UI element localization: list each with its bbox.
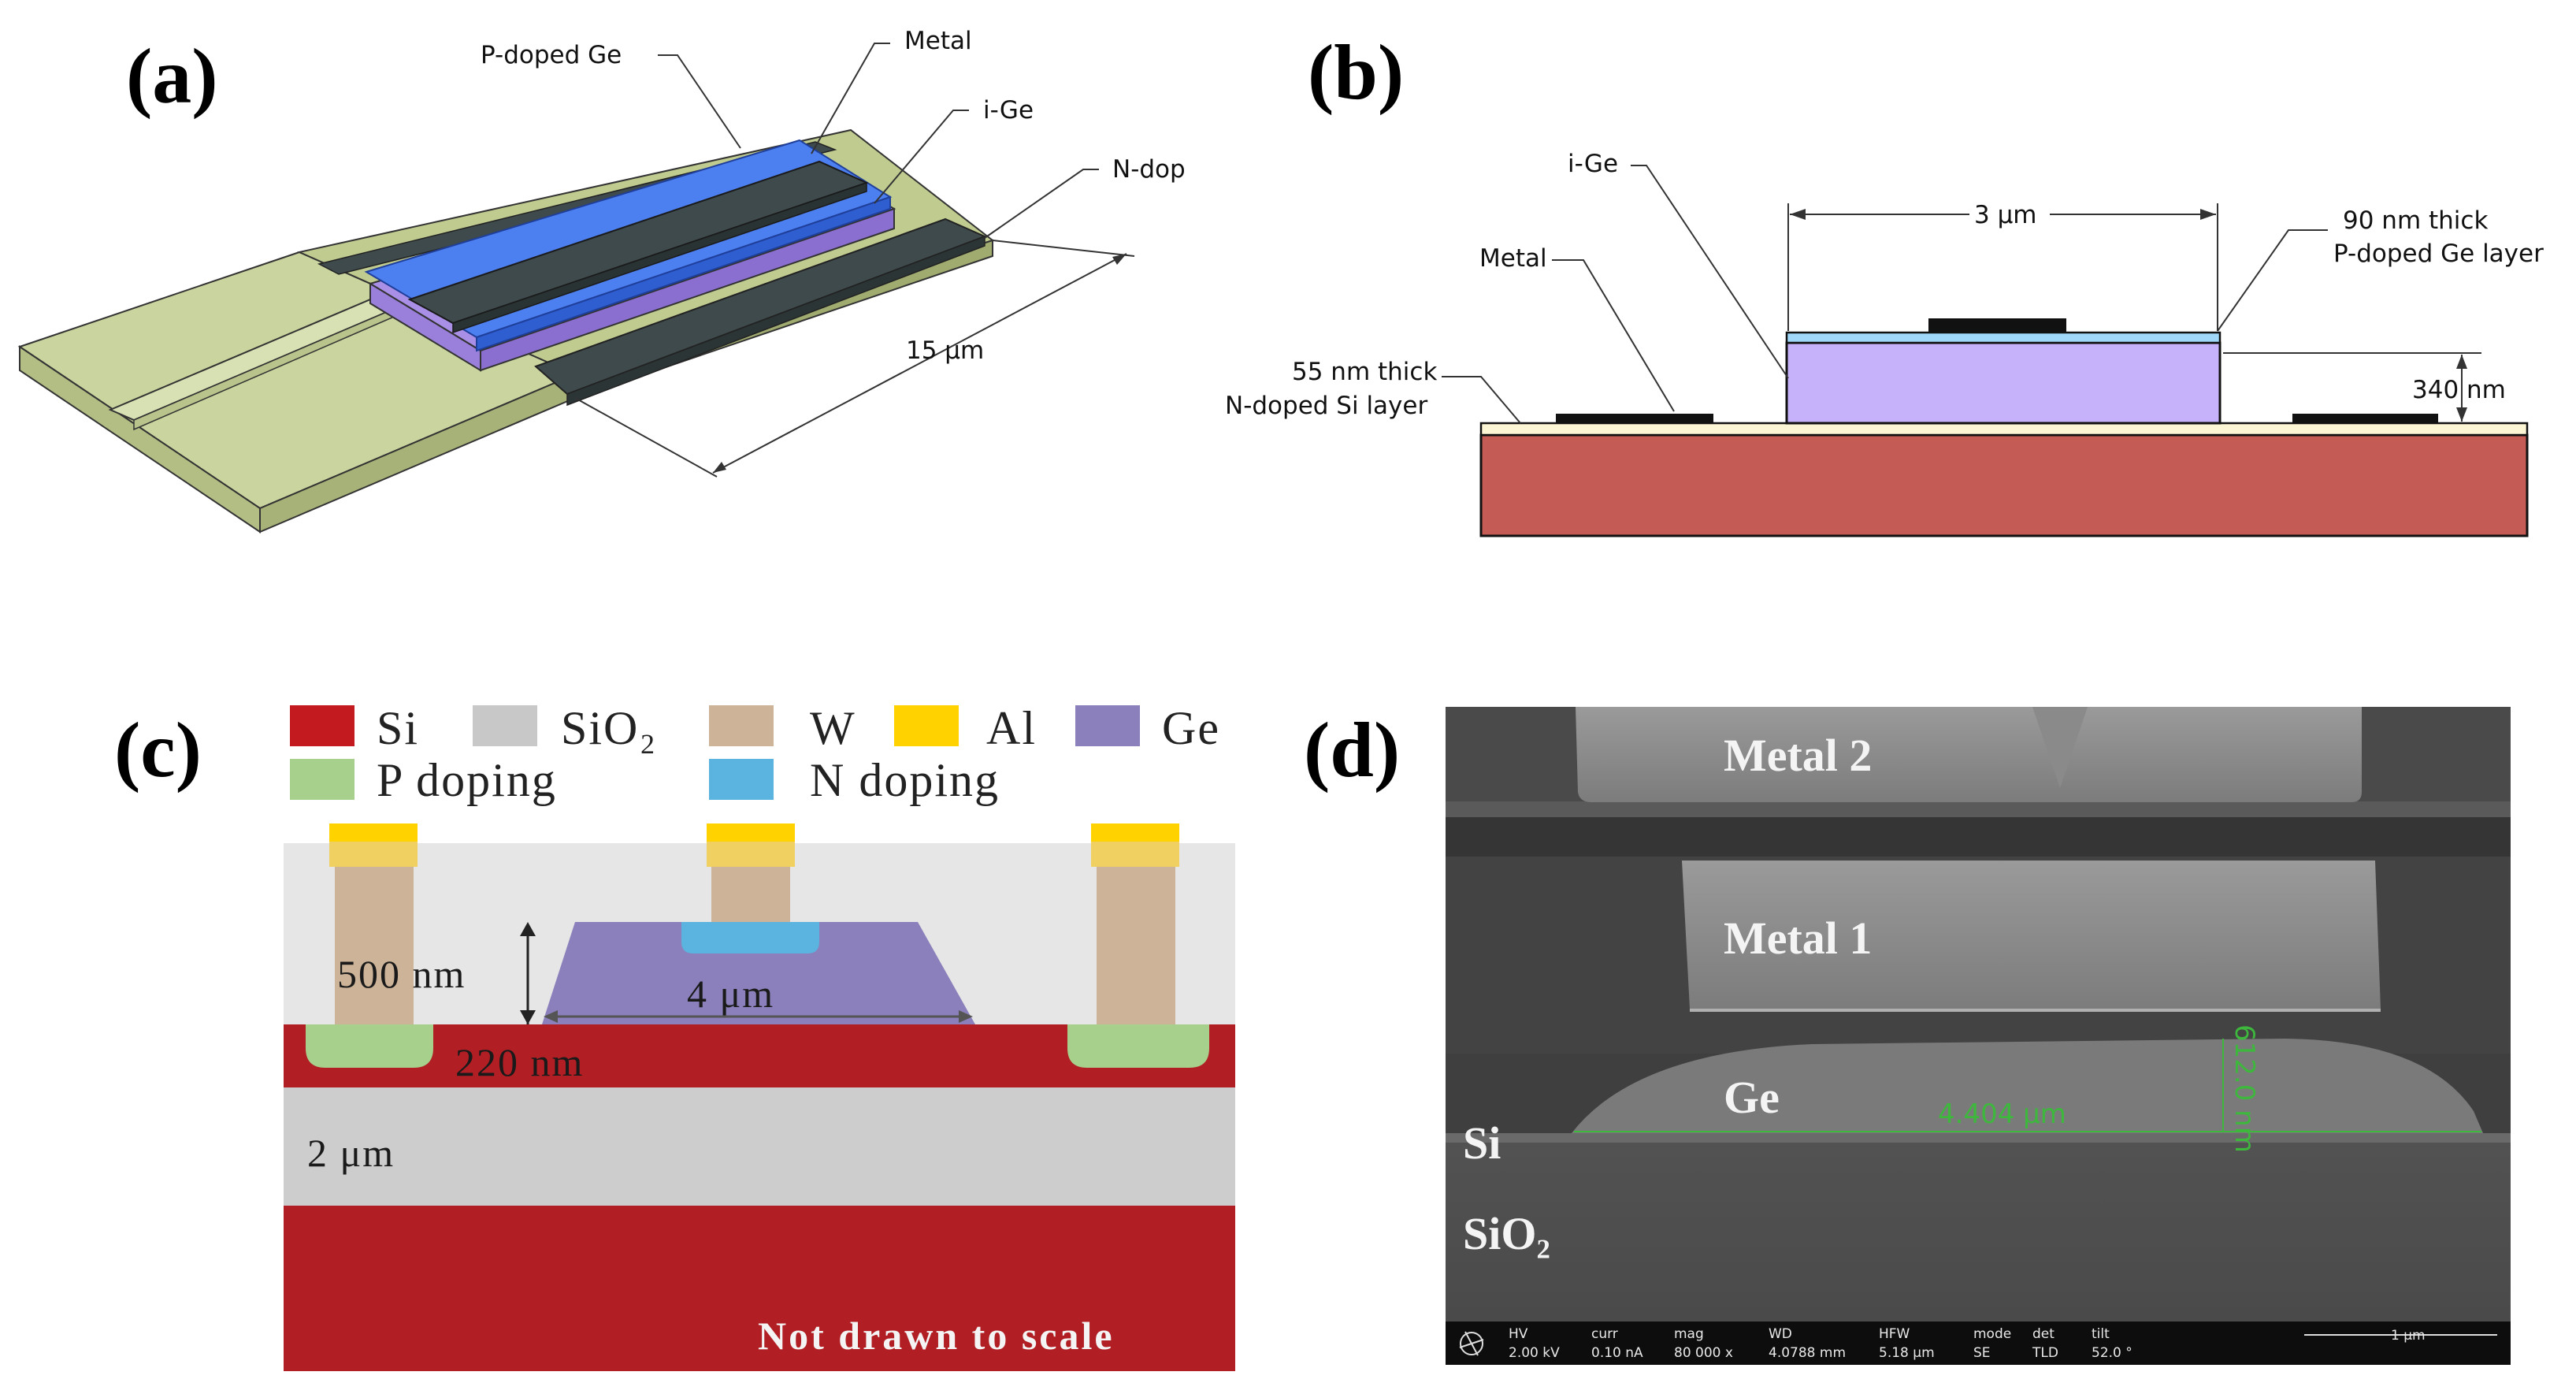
databar-scale: 1 μm: [2391, 1328, 2426, 1344]
databar-header-hfw: HFW: [1879, 1326, 1910, 1342]
databar-header-wd: WD: [1769, 1326, 1792, 1342]
callout-b-ige: i-Ge: [1568, 150, 1618, 178]
databar-value-hv: 2.00 kV: [1509, 1345, 1560, 1361]
dimension-length: 15 μm: [906, 336, 984, 365]
panel-d-label: (d): [1304, 706, 1400, 794]
panel-b: (b): [1225, 28, 2544, 537]
panel-a: (a): [17, 27, 1186, 533]
databar-header-mode: mode: [1973, 1326, 2011, 1342]
dimension-c-width: 4 μm: [687, 972, 774, 1016]
callout-b-pge-line2: P-doped Ge layer: [2333, 240, 2544, 268]
sem-label-metal2: Metal 2: [1724, 730, 1872, 781]
databar-value-mag: 80 000 x: [1674, 1345, 1733, 1361]
callout-i-ge: i-Ge: [983, 96, 1034, 125]
legend-swatch-ge: [1075, 705, 1140, 746]
device-3d-drawing: [17, 43, 1135, 533]
legend-swatch-sio2: [473, 705, 537, 746]
legend-swatch-si: [290, 705, 354, 746]
sem-label-metal1: Metal 1: [1724, 913, 1872, 964]
panel-b-label: (b): [1308, 28, 1404, 116]
databar-header-mag: mag: [1674, 1326, 1704, 1342]
dimension-c-box: 2 μm: [307, 1131, 395, 1175]
sem-measure-width: 4.404 μm: [1938, 1098, 2066, 1130]
legend-w: W: [810, 702, 856, 754]
legend-sio2: SiO₂: [561, 702, 657, 754]
note-not-to-scale: Not drawn to scale: [758, 1314, 1115, 1358]
legend-p-doping: P doping: [377, 754, 557, 806]
callout-metal: Metal: [904, 27, 972, 55]
dimension-b-width: 3 μm: [1974, 201, 2037, 229]
callout-b-nsi-line2: N-doped Si layer: [1225, 392, 1427, 420]
sem-measure-height: 612.0 nm: [2229, 1024, 2260, 1153]
callout-b-metal: Metal: [1479, 244, 1547, 273]
dimension-c-height: 500 nm: [337, 952, 466, 996]
sem-label-sio2: SiO₂: [1463, 1208, 1550, 1259]
legend-al: Al: [986, 702, 1037, 754]
legend-swatch-al: [894, 705, 959, 746]
callout-p-doped-ge: P-doped Ge: [481, 41, 622, 69]
databar-value-curr: 0.10 nA: [1591, 1345, 1643, 1361]
callout-b-pge-line1: 90 nm thick: [2343, 206, 2488, 235]
legend-swatch-n-doping: [709, 759, 774, 800]
databar-header-det: det: [2032, 1326, 2054, 1342]
callout-b-nsi-line1: 55 nm thick: [1292, 358, 1437, 386]
databar-value-mode: SE: [1973, 1345, 1991, 1361]
sem-databar: HV 2.00 kV curr 0.10 nA mag 80 000 x WD …: [1509, 1326, 2426, 1361]
dimension-c-si: 220 nm: [455, 1040, 584, 1084]
panel-d: (d): [1304, 706, 2511, 1365]
legend-si: Si: [377, 702, 419, 754]
databar-header-hv: HV: [1509, 1326, 1528, 1342]
panel-a-label: (a): [126, 32, 218, 120]
panel-c: (c) Si SiO₂ W Al Ge P doping N doping: [114, 702, 1235, 1371]
databar-value-det: TLD: [2032, 1345, 2058, 1361]
panel-c-label: (c): [114, 706, 202, 794]
legend: Si SiO₂ W Al Ge P doping N doping: [290, 702, 1220, 806]
legend-ge: Ge: [1162, 702, 1220, 754]
legend-n-doping: N doping: [810, 754, 1000, 806]
databar-value-hfw: 5.18 μm: [1879, 1345, 1935, 1361]
databar-value-wd: 4.0788 mm: [1769, 1345, 1846, 1361]
callout-n-dop: N-dop: [1112, 155, 1186, 184]
databar-header-tilt: tilt: [2092, 1326, 2110, 1342]
databar-header-curr: curr: [1591, 1326, 1618, 1342]
sem-label-si: Si: [1463, 1117, 1501, 1169]
cross-section-b: [1442, 165, 2529, 537]
cross-section-c: [284, 823, 1235, 1371]
legend-swatch-w: [709, 705, 774, 746]
sem-label-ge: Ge: [1724, 1072, 1780, 1123]
sem-image: [1446, 707, 2511, 1365]
databar-value-tilt: 52.0 °: [2092, 1345, 2132, 1361]
legend-swatch-p-doping: [290, 759, 354, 800]
dimension-b-height: 340 nm: [2412, 376, 2506, 404]
